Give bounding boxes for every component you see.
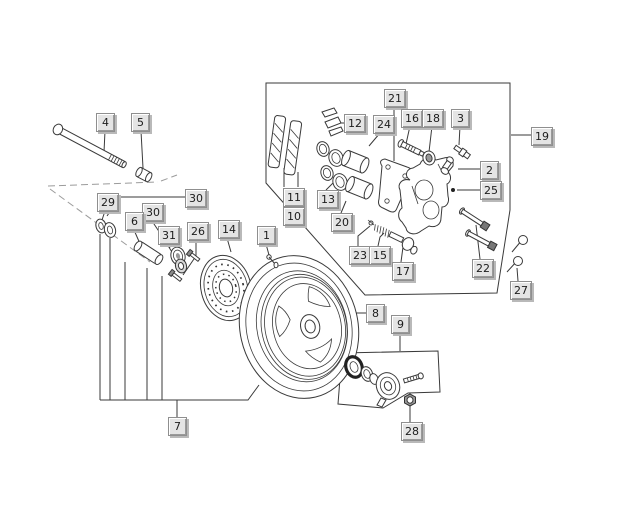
callout-21[interactable]: 21 <box>384 89 406 108</box>
callout-19[interactable]: 19 <box>531 127 553 146</box>
slide-pin-assembly <box>367 219 418 255</box>
callout-11[interactable]: 11 <box>283 188 305 207</box>
callout-5[interactable]: 5 <box>131 113 150 132</box>
callout-31[interactable]: 31 <box>158 226 180 245</box>
bearing-row-parts <box>95 218 201 283</box>
callout-14[interactable]: 14 <box>218 220 240 239</box>
callout-3[interactable]: 3 <box>451 109 470 128</box>
callout-18[interactable]: 18 <box>422 109 444 128</box>
disc-screws <box>506 235 528 273</box>
callout-9[interactable]: 9 <box>391 315 410 334</box>
valve-part <box>266 254 279 269</box>
callout-13[interactable]: 13 <box>317 190 339 209</box>
callout-23[interactable]: 23 <box>349 246 371 265</box>
callout-4[interactable]: 4 <box>96 113 115 132</box>
callout-8[interactable]: 8 <box>366 304 385 323</box>
caliper-bracket-plate <box>378 158 413 213</box>
callout-22[interactable]: 22 <box>472 259 494 278</box>
callout-29[interactable]: 29 <box>97 193 119 212</box>
brake-caliper-body <box>398 157 454 235</box>
callout-30-a[interactable]: 30 <box>185 189 207 208</box>
brake-disc <box>199 254 253 322</box>
callout-16[interactable]: 16 <box>401 109 423 128</box>
axle-nut <box>404 393 416 407</box>
caliper-group-box <box>265 82 511 296</box>
callout-30-b[interactable]: 30 <box>142 203 164 222</box>
brake-pads <box>267 115 303 176</box>
caliper-pistons <box>316 141 374 200</box>
callout-25[interactable]: 25 <box>480 181 502 200</box>
callout-6[interactable]: 6 <box>125 212 144 231</box>
callout-24[interactable]: 24 <box>373 115 395 134</box>
callout-7[interactable]: 7 <box>168 417 187 436</box>
callout-17[interactable]: 17 <box>392 262 414 281</box>
caliper-bolts <box>458 207 498 252</box>
dot-part-25 <box>451 188 455 192</box>
callout-27[interactable]: 27 <box>510 281 532 300</box>
wheel <box>238 255 360 399</box>
hub-group-box <box>337 350 441 409</box>
callout-20[interactable]: 20 <box>331 213 353 232</box>
callout-1[interactable]: 1 <box>257 226 276 245</box>
callout-12[interactable]: 12 <box>344 114 366 133</box>
callout-26[interactable]: 26 <box>187 222 209 241</box>
caliper-small-parts <box>397 139 472 192</box>
axle-part <box>52 123 153 183</box>
callout-15[interactable]: 15 <box>369 246 391 265</box>
callout-2[interactable]: 2 <box>480 161 499 180</box>
callout-28[interactable]: 28 <box>401 422 423 441</box>
wheel-group-bracket <box>99 234 260 401</box>
pad-spring-clip <box>321 107 344 137</box>
callout-10[interactable]: 10 <box>283 207 305 226</box>
hub-assembly <box>344 355 424 408</box>
